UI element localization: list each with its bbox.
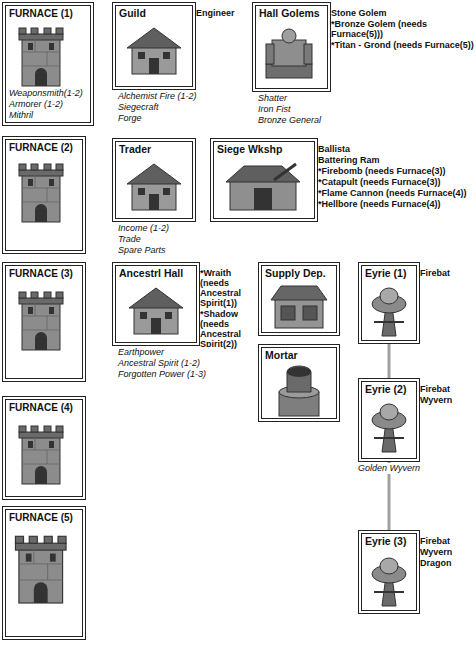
furnace-box: FURNACE (5) xyxy=(2,506,86,640)
head-text-group: Eyrie (1) xyxy=(362,266,409,281)
building-name: Trader xyxy=(119,143,151,156)
below-text-group: ShatterIron FistBronze General xyxy=(256,93,323,126)
upgrade-name: Siegecraft xyxy=(116,102,199,113)
building-name: FURNACE (5) xyxy=(9,511,73,524)
furnace-box: FURNACE (4) xyxy=(2,396,86,500)
right-text-group: FirebatWyvernDragon xyxy=(420,536,468,569)
building-name: FURNACE (3) xyxy=(9,267,73,280)
building-box: Ancestrl Hall*Wraith (needs Ancestral Sp… xyxy=(112,262,200,346)
unit-name: *Bronze Golem (needs Furnace(5))) xyxy=(331,19,475,39)
building-name: FURNACE (4) xyxy=(9,401,73,414)
below-text-group: EarthpowerAncestral Spirit (1-2)Forgotte… xyxy=(116,347,208,380)
upgrade-name: Ancestral Spirit (1-2) xyxy=(116,358,208,369)
right-text-group: BallistaBattering Ram*Firebomb (needs Fu… xyxy=(318,144,468,210)
head-text-group: Mortar xyxy=(262,348,301,363)
upgrade-name: Mithril xyxy=(9,110,83,121)
unit-name: *Flame Cannon (needs Furnace(4)) xyxy=(318,188,468,198)
right-text-group: Engineer xyxy=(196,8,244,19)
connector-line xyxy=(388,344,391,378)
below-text-group: Alchemist Fire (1-2)SiegecraftForge xyxy=(116,91,199,124)
unit-name: *Hellbore (needs Furnace(4)) xyxy=(318,199,468,209)
furnace-box: FURNACE (2) xyxy=(2,136,86,254)
upgrade-name: Spare Parts xyxy=(116,245,171,256)
upgrade-name: Iron Fist xyxy=(256,104,323,115)
unit-name: *Catapult (needs Furnace(3)) xyxy=(318,177,468,187)
furnace-box: FURNACE (3) xyxy=(2,262,86,382)
head-text-group: Siege Wkshp xyxy=(214,142,285,157)
right-text-group: *Wraith (needs Ancestral Spirit(1))*Shad… xyxy=(200,268,250,350)
building-box: TraderIncome (1-2)TradeSpare Parts xyxy=(112,138,196,222)
building-box: Mortar xyxy=(258,344,340,422)
upgrade-name: Shatter xyxy=(256,93,323,104)
upgrade-name: Weaponsmith(1-2) xyxy=(9,88,83,99)
right-text-group: Stone Golem*Bronze Golem (needs Furnace(… xyxy=(331,8,475,51)
unit-name: *Titan - Grond (needs Furnace(5)) xyxy=(331,40,475,50)
unit-name: Firebat xyxy=(420,384,468,394)
head-text-group: Eyrie (2) xyxy=(362,382,409,397)
head-text-group: FURNACE (2) xyxy=(6,140,76,155)
head-text-group: FURNACE (1) xyxy=(6,6,76,21)
head-text-group: FURNACE (4) xyxy=(6,400,76,415)
building-name: FURNACE (2) xyxy=(9,141,73,154)
building-box: Eyrie (1)Firebat xyxy=(358,262,420,344)
head-text-group: Hall Golems xyxy=(256,6,323,21)
building-name: Guild xyxy=(119,7,146,20)
building-name: Eyrie (1) xyxy=(365,267,406,280)
unit-name: Dragon xyxy=(420,558,468,568)
unit-name: Firebat xyxy=(420,536,468,546)
right-text-group: FirebatWyvern xyxy=(420,384,468,406)
building-box: Hall GolemsStone Golem*Bronze Golem (nee… xyxy=(252,2,331,92)
building-name: Hall Golems xyxy=(259,7,320,20)
building-box: Eyrie (2)FirebatWyvernGolden Wyvern xyxy=(358,378,420,462)
below-text-group: Income (1-2)TradeSpare Parts xyxy=(116,223,171,256)
building-name: Eyrie (3) xyxy=(365,535,406,548)
head-text-group: FURNACE (5) xyxy=(6,510,76,525)
inb-text-group: Weaponsmith(1-2)Armorer (1-2)Mithril xyxy=(6,87,86,122)
unit-name: Stone Golem xyxy=(331,8,475,18)
building-name: FURNACE (1) xyxy=(9,7,73,20)
unit-name: *Wraith (needs Ancestral Spirit(1)) xyxy=(200,268,250,308)
building-name: Supply Dep. xyxy=(265,267,326,280)
unit-name: *Shadow (needs Ancestral Spirit(2)) xyxy=(200,309,250,349)
furnace-box: FURNACE (1) Weaponsmith(1-2)Armorer (1-2)… xyxy=(2,2,94,126)
upgrade-name: Forgotten Power (1-3) xyxy=(116,369,208,380)
unit-name: Wyvern xyxy=(420,547,468,557)
upgrade-name: Trade xyxy=(116,234,171,245)
upgrade-name: Income (1-2) xyxy=(116,223,171,234)
building-box: Eyrie (3)FirebatWyvernDragon xyxy=(358,530,420,614)
unit-name: *Firebomb (needs Furnace(3)) xyxy=(318,166,468,176)
head-text-group: Eyrie (3) xyxy=(362,534,409,549)
unit-name: Firebat xyxy=(420,268,468,278)
upgrade-name: Golden Wyvern xyxy=(356,463,422,474)
right-text-group: Firebat xyxy=(420,268,468,279)
upgrade-name: Alchemist Fire (1-2) xyxy=(116,91,199,102)
upgrade-name: Armorer (1-2) xyxy=(9,99,83,110)
head-text-group: Trader xyxy=(116,142,154,157)
building-box: Supply Dep. xyxy=(258,262,340,336)
building-name: Mortar xyxy=(265,349,298,362)
building-box: Siege WkshpBallistaBattering Ram*Firebom… xyxy=(210,138,318,222)
unit-name: Battering Ram xyxy=(318,155,468,165)
building-name: Ancestrl Hall xyxy=(119,267,183,280)
upgrade-name: Earthpower xyxy=(116,347,208,358)
unit-name: Wyvern xyxy=(420,395,468,405)
unit-name: Ballista xyxy=(318,144,468,154)
unit-name: Engineer xyxy=(196,8,244,18)
building-name: Siege Wkshp xyxy=(217,143,282,156)
building-name: Eyrie (2) xyxy=(365,383,406,396)
head-text-group: Supply Dep. xyxy=(262,266,329,281)
head-text-group: Guild xyxy=(116,6,149,21)
upgrade-name: Bronze General xyxy=(256,115,323,126)
below-text-group: Golden Wyvern xyxy=(356,463,422,474)
head-text-group: Ancestrl Hall xyxy=(116,266,186,281)
upgrade-name: Forge xyxy=(116,113,199,124)
head-text-group: FURNACE (3) xyxy=(6,266,76,281)
building-box: GuildEngineerAlchemist Fire (1-2)Siegecr… xyxy=(112,2,196,90)
